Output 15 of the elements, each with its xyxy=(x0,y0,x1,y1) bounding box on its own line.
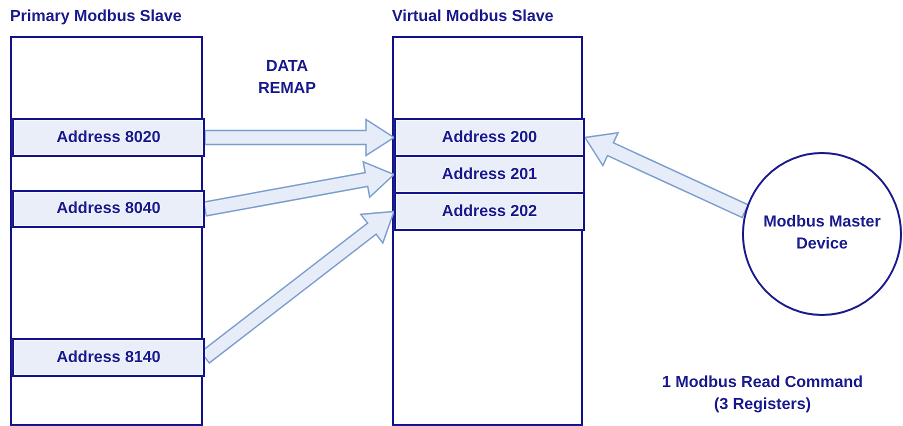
note-text: 1 Modbus Read Command (3 Registers) xyxy=(661,373,864,416)
note-text: DATA REMAP xyxy=(257,57,317,100)
address-row: Address 200 xyxy=(394,118,585,157)
column-heading: Virtual Modbus Slave xyxy=(392,8,554,26)
address-row: Address 8140 xyxy=(12,338,205,377)
address-row: Address 202 xyxy=(394,192,585,231)
address-row: Address 8020 xyxy=(12,118,205,157)
device-label: Modbus Master Device xyxy=(762,212,882,255)
block-arrow xyxy=(202,160,396,217)
address-row: Address 201 xyxy=(394,155,585,194)
block-arrow xyxy=(584,132,750,218)
address-row: Address 8040 xyxy=(12,190,205,228)
device-circle xyxy=(742,152,902,316)
column-heading: Primary Modbus Slave xyxy=(10,8,182,26)
block-arrow xyxy=(204,118,396,157)
